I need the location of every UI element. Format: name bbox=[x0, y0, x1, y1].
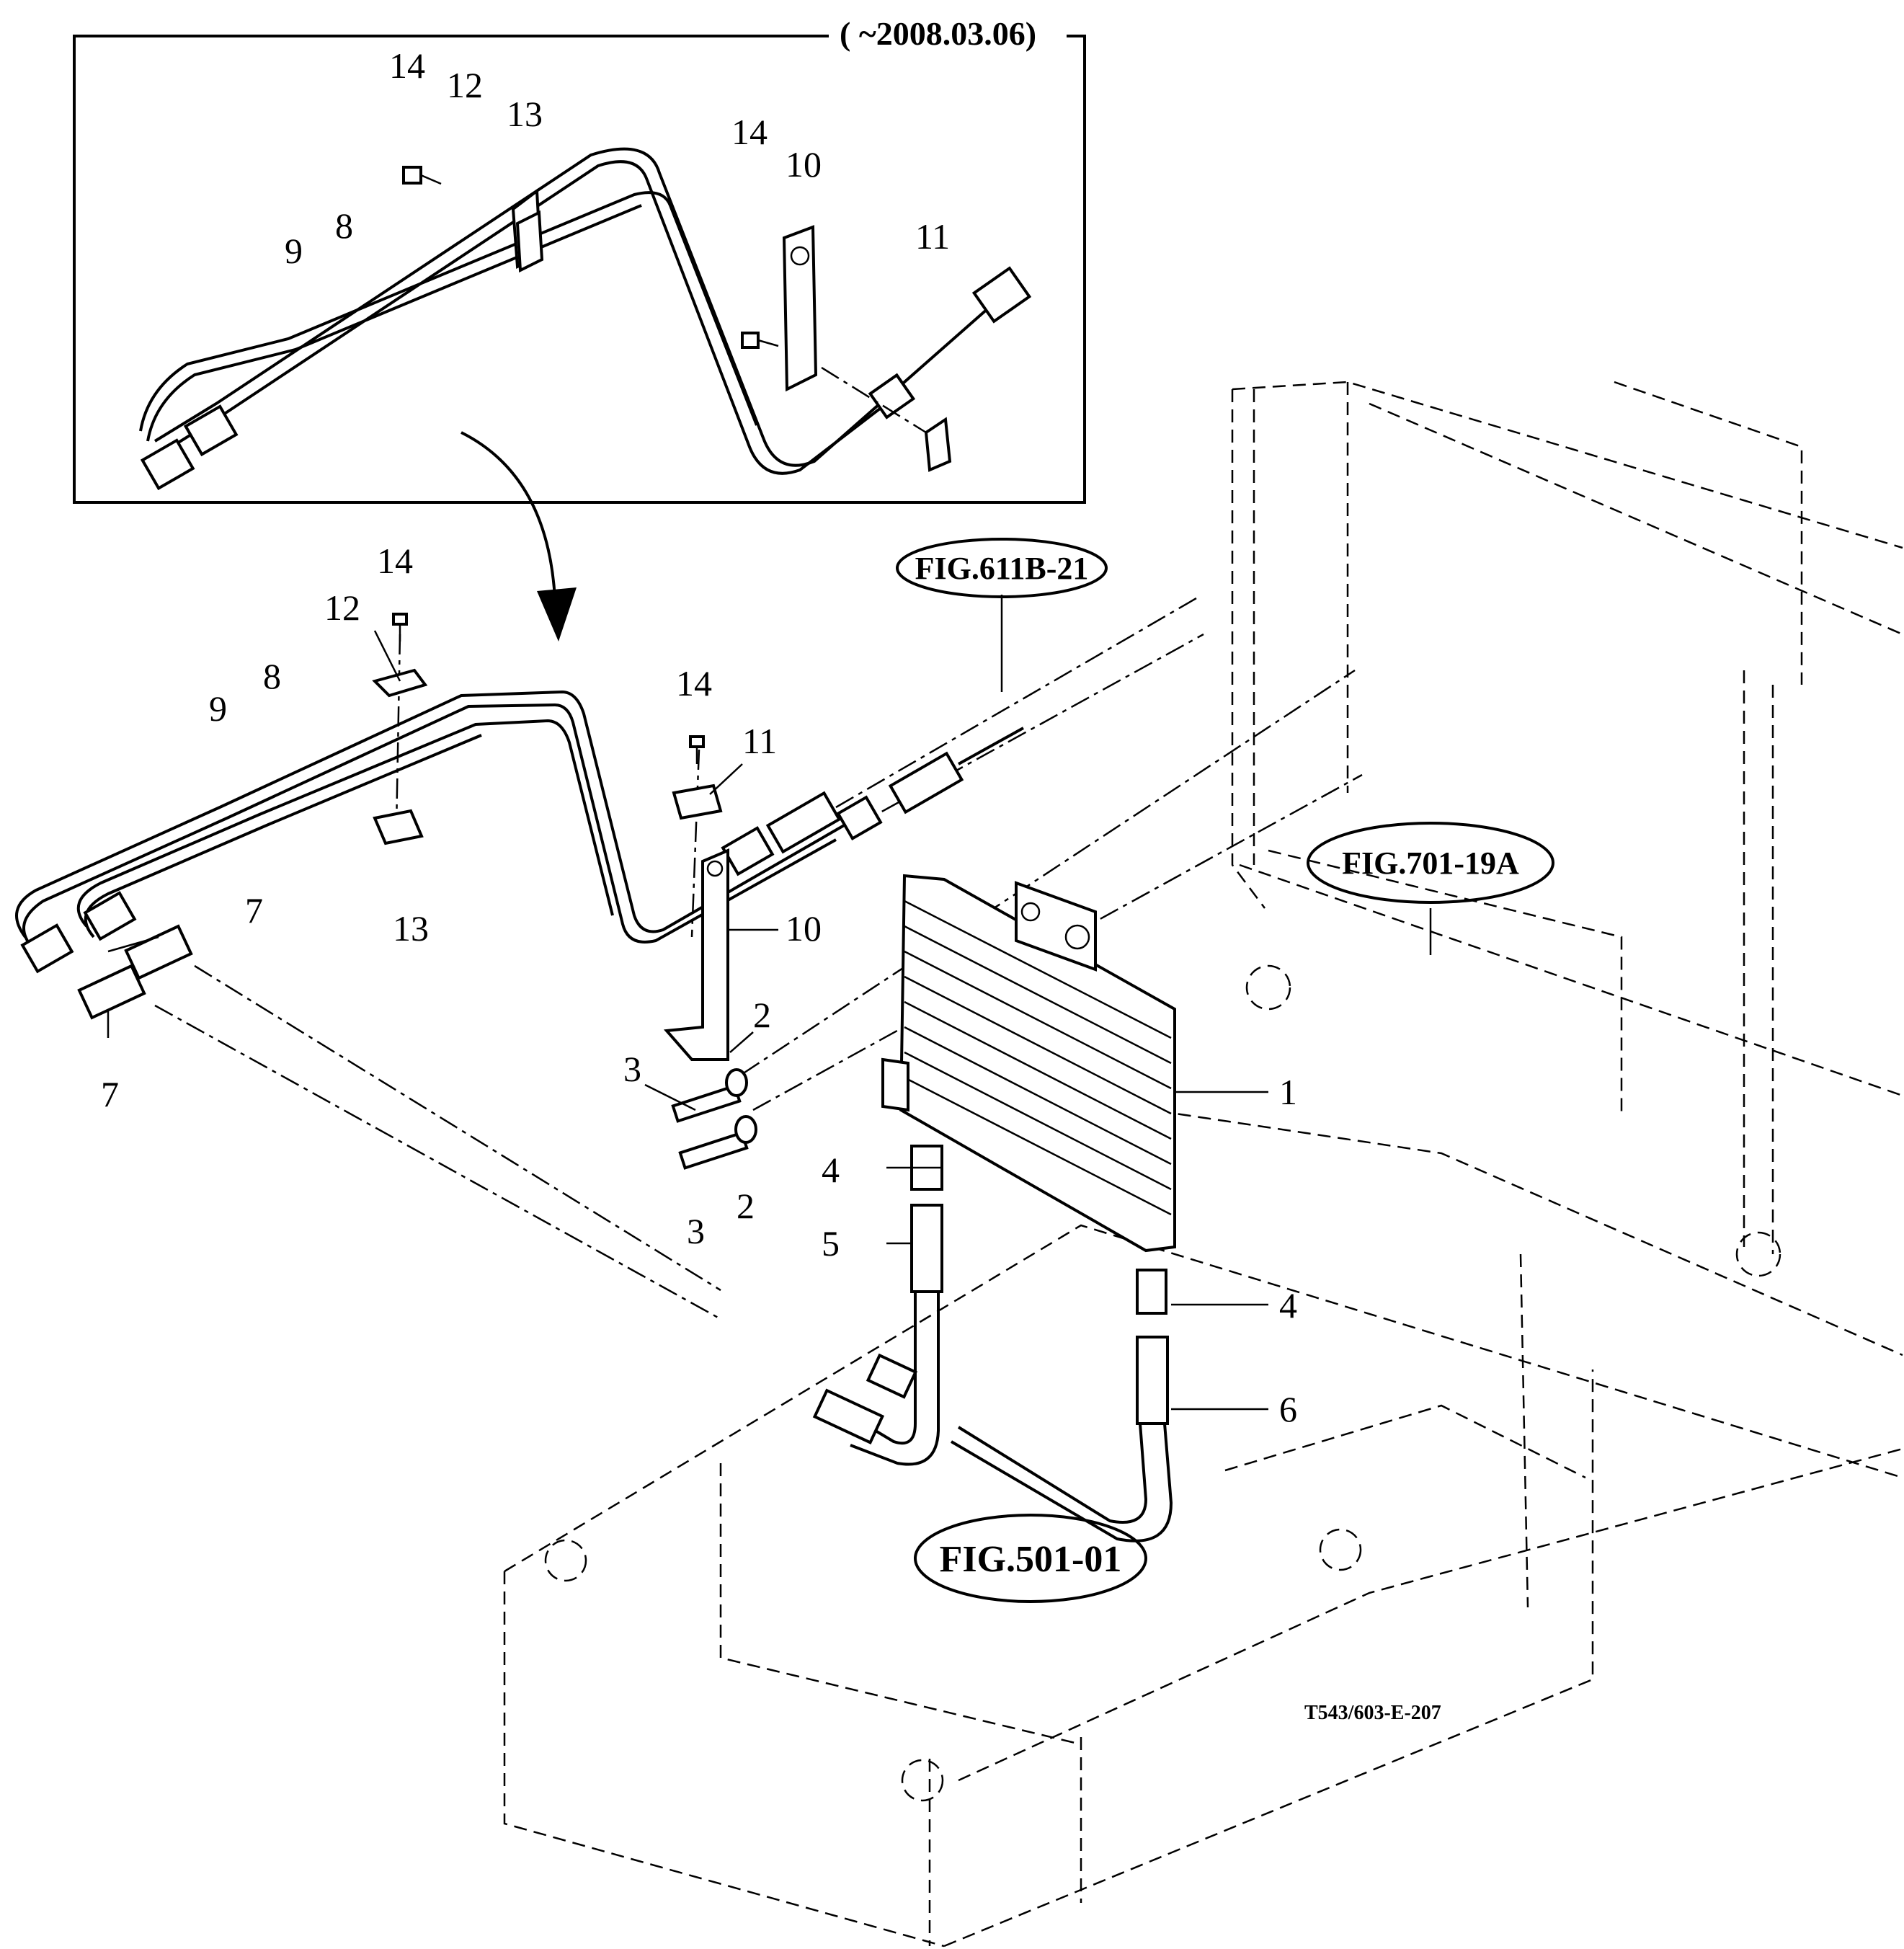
inset-date-label: ( ~2008.03.06) bbox=[840, 15, 1036, 52]
pipe-end-fitting-icon bbox=[765, 791, 842, 854]
adapter-4-icon bbox=[1136, 1269, 1167, 1315]
leader-lines bbox=[154, 597, 1363, 1320]
machine-frame bbox=[503, 381, 1903, 1948]
fig-ref-501-01[interactable]: FIG.501-01 bbox=[940, 1539, 1122, 1580]
washer-2-icon bbox=[725, 1068, 748, 1097]
callout-9: 9 bbox=[285, 231, 303, 271]
move-arrow-icon bbox=[461, 431, 556, 599]
union-7 bbox=[77, 924, 193, 1020]
callout-10: 10 bbox=[786, 144, 822, 185]
callout-7: 7 bbox=[245, 890, 263, 931]
fig-ref-701-19a[interactable]: FIG.701-19A bbox=[1342, 845, 1519, 881]
callout-12: 12 bbox=[324, 587, 360, 628]
pipe-coupler-icon bbox=[868, 373, 916, 419]
callout-14: 14 bbox=[377, 541, 413, 581]
callout-labels: 14 12 13 9 8 14 10 11 14 12 9 8 13 14 11… bbox=[101, 45, 1297, 1429]
clamp-11-icon bbox=[672, 783, 723, 820]
callout-4: 4 bbox=[822, 1150, 840, 1190]
callout-3: 3 bbox=[623, 1049, 641, 1089]
callout-2: 2 bbox=[753, 995, 771, 1035]
clamp-12-icon bbox=[372, 668, 428, 698]
callout-6: 6 bbox=[1279, 1389, 1297, 1429]
pipe-coupler-icon bbox=[836, 795, 883, 841]
fig611-oval bbox=[896, 538, 1108, 598]
hose-fitting-icon bbox=[866, 1353, 918, 1399]
fig701-oval bbox=[1307, 822, 1554, 904]
callout-3: 3 bbox=[687, 1211, 705, 1251]
hose-end-5-icon bbox=[910, 1204, 943, 1293]
pipe-nut-icon bbox=[971, 266, 1032, 324]
callout-14: 14 bbox=[389, 45, 425, 86]
callout-8: 8 bbox=[263, 656, 281, 696]
clamp-11-icon bbox=[924, 417, 952, 472]
bolt-14-icon bbox=[689, 735, 705, 748]
washer-2-icon bbox=[734, 1115, 757, 1144]
stay-10-icon bbox=[782, 225, 818, 392]
stay-10-icon bbox=[663, 848, 729, 1061]
bolt-14-icon bbox=[392, 613, 408, 626]
oil-pipes bbox=[15, 690, 1024, 974]
oil-cooler bbox=[881, 874, 1176, 1253]
fig-ref-611b-21[interactable]: FIG.611B-21 bbox=[915, 551, 1089, 586]
pipe-nut-icon bbox=[183, 404, 239, 457]
callout-11: 11 bbox=[742, 721, 777, 761]
drawing-number: T543/603-E-207 bbox=[1304, 1702, 1441, 1724]
hose-fitting-icon bbox=[812, 1388, 885, 1444]
callout-leaders bbox=[107, 595, 1432, 1411]
pipe-nut-icon bbox=[20, 923, 74, 974]
pipe-nut-icon bbox=[83, 891, 137, 941]
bolt-14-icon bbox=[402, 166, 422, 185]
union-fitting-icon bbox=[124, 924, 193, 980]
callout-7: 7 bbox=[101, 1074, 119, 1114]
callout-14: 14 bbox=[676, 663, 712, 703]
pipe-end-fitting-icon bbox=[888, 751, 964, 814]
pipe-nut-icon bbox=[140, 438, 195, 491]
hose-end-6-icon bbox=[1136, 1336, 1169, 1425]
figure-references[interactable]: FIG.611B-21 FIG.701-19A FIG.501-01 bbox=[896, 538, 1554, 1603]
bolt-14-icon bbox=[741, 332, 760, 349]
callout-2: 2 bbox=[737, 1186, 755, 1226]
fig501-oval bbox=[914, 1514, 1147, 1603]
callout-9: 9 bbox=[209, 688, 227, 729]
callout-14: 14 bbox=[731, 112, 768, 152]
pipe-coupler-icon bbox=[721, 826, 775, 876]
union-fitting-icon bbox=[77, 964, 146, 1020]
callout-1: 1 bbox=[1279, 1072, 1297, 1112]
clamp-13-icon bbox=[373, 809, 424, 845]
callout-10: 10 bbox=[786, 908, 822, 949]
callout-4: 4 bbox=[1279, 1285, 1297, 1326]
callout-8: 8 bbox=[335, 205, 353, 246]
bolts-washers bbox=[671, 1068, 757, 1170]
callout-5: 5 bbox=[822, 1223, 840, 1264]
clamp-13-icon bbox=[515, 210, 544, 273]
inset-panel: ( ~2008.03.06) bbox=[73, 15, 1086, 504]
callout-13: 13 bbox=[507, 94, 543, 134]
clamps bbox=[372, 613, 723, 845]
callout-12: 12 bbox=[447, 65, 483, 105]
arrow-head-icon bbox=[537, 587, 577, 641]
callout-11: 11 bbox=[915, 216, 950, 257]
callout-13: 13 bbox=[393, 908, 429, 949]
